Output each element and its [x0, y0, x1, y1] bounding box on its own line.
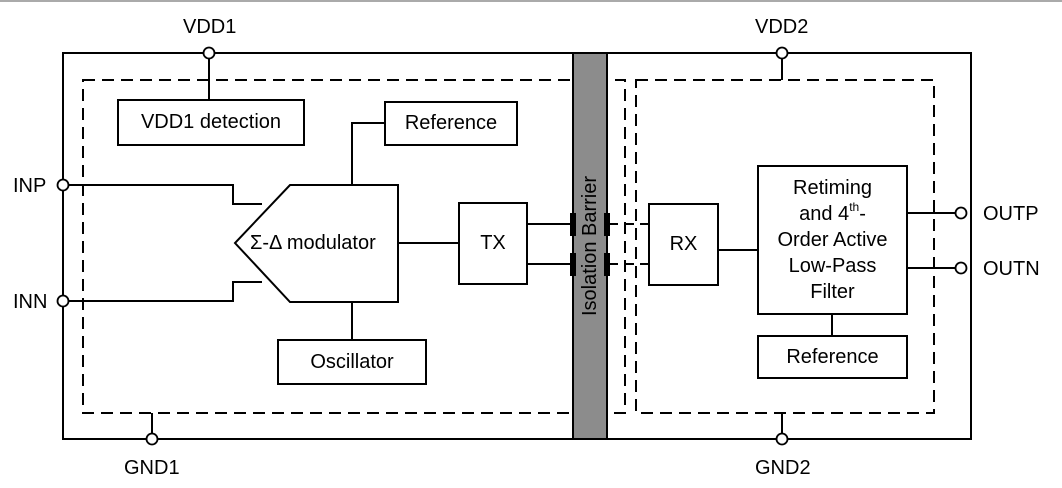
reference-right-block: Reference	[757, 335, 908, 379]
package-outline	[62, 52, 972, 440]
inp-pin	[56, 178, 70, 192]
reference-left-block: Reference	[384, 101, 518, 146]
side1-domain-outline	[82, 79, 626, 414]
modulator-label: Σ-Δ modulator	[250, 232, 376, 254]
inp-wire	[63, 184, 262, 205]
tx-block: TX	[458, 202, 528, 285]
outp-label: OUTP	[983, 203, 1039, 225]
filter-line-1: Retiming	[793, 177, 872, 199]
outn-label: OUTN	[983, 258, 1040, 280]
filter-line-3: Order Active	[777, 229, 888, 251]
vdd2-label: VDD2	[755, 16, 809, 38]
isolation-barrier-label: Isolation Barrier	[579, 175, 601, 317]
vdd2-pin	[775, 46, 789, 60]
inn-label: INN	[13, 291, 48, 313]
isolation-barrier	[572, 52, 608, 440]
filter-line-2: and 4th-	[799, 200, 866, 225]
outp-pin	[954, 206, 968, 220]
gnd1-label: GND1	[124, 457, 180, 479]
vdd1-pin	[202, 46, 216, 60]
inn-wire	[63, 281, 262, 302]
retiming-filter-block: Retiming and 4th- Order Active Low-Pass …	[757, 165, 908, 315]
gnd2-pin	[775, 432, 789, 446]
reference-left-wire	[351, 122, 384, 185]
modulator-shape	[233, 184, 399, 303]
inp-label: INP	[13, 175, 47, 197]
outn-pin	[954, 261, 968, 275]
filter-line-5: Filter	[810, 281, 855, 303]
oscillator-block: Oscillator	[277, 339, 427, 385]
gnd1-pin	[145, 432, 159, 446]
inn-pin	[56, 294, 70, 308]
gnd2-label: GND2	[755, 457, 811, 479]
vdd1-detection-block: VDD1 detection	[117, 99, 305, 146]
side2-domain-outline	[635, 79, 935, 414]
filter-line-4: Low-Pass	[788, 255, 877, 277]
rx-block: RX	[648, 203, 719, 286]
vdd1-label: VDD1	[183, 16, 237, 38]
